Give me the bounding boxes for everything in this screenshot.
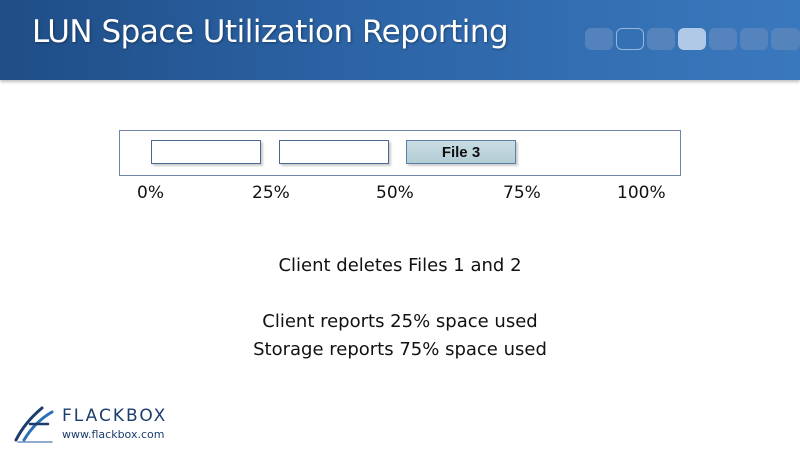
flackbox-logo: FLACKBOX www.flackbox.com — [12, 402, 192, 446]
lun-capacity-bar: File 3 — [119, 130, 681, 176]
logo-url: www.flackbox.com — [62, 428, 165, 441]
slide-title: LUN Space Utilization Reporting — [32, 14, 509, 50]
deletion-note: Client deletes Files 1 and 2 — [278, 255, 522, 276]
deco-pill-6 — [740, 28, 768, 50]
file-3-block: File 3 — [406, 140, 516, 164]
deco-pill-2 — [616, 28, 644, 50]
client-usage-note: Client reports 25% space used — [262, 311, 538, 332]
logo-wordmark: FLACKBOX — [62, 406, 168, 426]
deco-pill-7 — [771, 28, 800, 50]
scale-label-0: 0% — [137, 183, 164, 203]
scale-label-50: 50% — [376, 183, 414, 203]
deco-pill-1 — [585, 28, 613, 50]
file-1-slot-empty — [151, 140, 261, 164]
title-banner: LUN Space Utilization Reporting — [0, 0, 800, 80]
storage-usage-note: Storage reports 75% space used — [253, 339, 547, 360]
deco-pill-5 — [709, 28, 737, 50]
scale-label-100: 100% — [617, 183, 666, 203]
deco-pill-4 — [678, 28, 706, 50]
file-2-slot-empty — [279, 140, 389, 164]
scale-label-25: 25% — [252, 183, 290, 203]
deco-pill-3 — [647, 28, 675, 50]
scale-label-75: 75% — [503, 183, 541, 203]
bird-icon — [14, 406, 54, 443]
banner-decoration — [585, 28, 800, 50]
